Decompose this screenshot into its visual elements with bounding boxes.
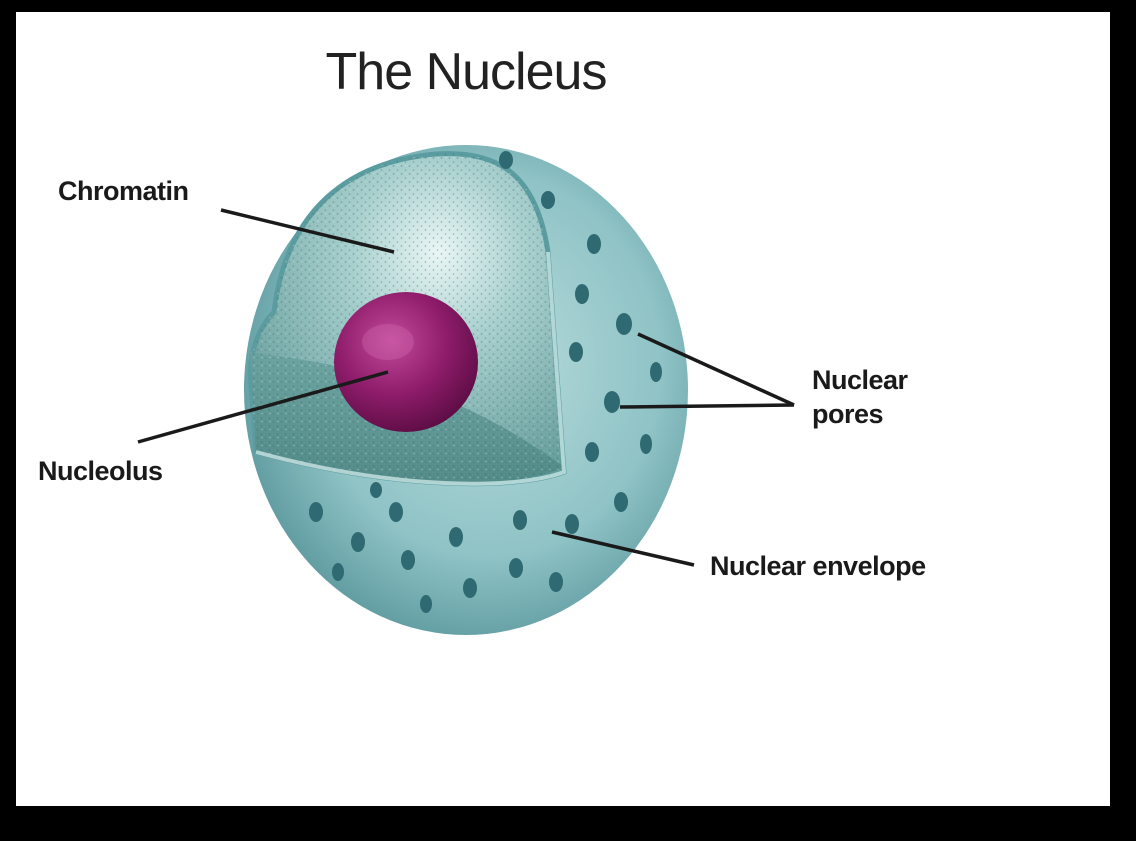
- pore: [616, 313, 632, 335]
- pore: [509, 558, 523, 578]
- pore: [604, 391, 620, 413]
- label-chromatin: Chromatin: [58, 175, 189, 209]
- pore: [463, 578, 477, 598]
- pore: [575, 284, 589, 304]
- pore: [499, 151, 513, 169]
- label-nuclear-envelope: Nuclear envelope: [710, 550, 926, 584]
- pore: [513, 510, 527, 530]
- pore: [565, 514, 579, 534]
- pore: [389, 502, 403, 522]
- pore: [585, 442, 599, 462]
- pore: [351, 532, 365, 552]
- label-nuclear-pores-line1: Nuclear: [812, 364, 908, 398]
- pore: [332, 563, 344, 581]
- pore: [449, 527, 463, 547]
- pores-leader-line-lower: [620, 405, 794, 407]
- label-nuclear-pores: Nuclear pores: [812, 364, 908, 432]
- pore: [549, 572, 563, 592]
- pore: [614, 492, 628, 512]
- slide: The Nucleus: [16, 12, 1110, 806]
- label-nucleolus: Nucleolus: [38, 455, 163, 489]
- pore: [420, 595, 432, 613]
- pore: [640, 434, 652, 454]
- nucleolus-shape: [334, 292, 478, 432]
- nucleus-illustration: [16, 12, 1110, 806]
- nucleolus-highlight: [362, 324, 414, 360]
- pore: [650, 362, 662, 382]
- pore: [541, 191, 555, 209]
- pore: [587, 234, 601, 254]
- pore: [370, 482, 382, 498]
- pore: [309, 502, 323, 522]
- pore: [569, 342, 583, 362]
- pore: [401, 550, 415, 570]
- label-nuclear-pores-line2: pores: [812, 398, 908, 432]
